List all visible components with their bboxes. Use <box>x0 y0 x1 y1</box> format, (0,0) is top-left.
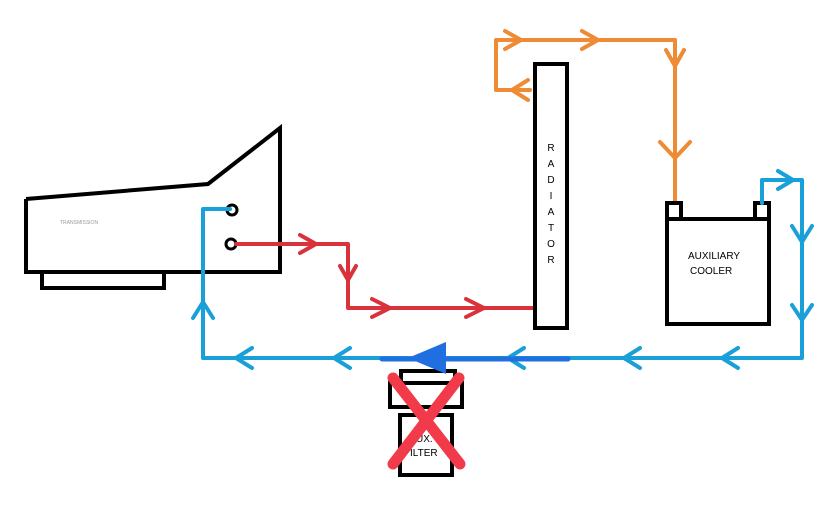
auxiliary-cooler-left-port <box>665 201 683 221</box>
transmission-pan <box>40 272 166 290</box>
cold-arrow-8 <box>234 346 254 370</box>
radiator-letter: T <box>548 223 554 234</box>
cold-line-path <box>201 178 804 360</box>
filter-label-line1: UX. <box>416 434 433 445</box>
cold-arrow-7 <box>332 346 352 370</box>
cold-line <box>191 169 814 370</box>
cold-arrow-9 <box>191 300 215 320</box>
transmission-body <box>24 123 282 274</box>
orange-arrow-1 <box>510 78 530 102</box>
radiator-letter: D <box>547 175 554 186</box>
cold-arrow-1 <box>776 169 795 191</box>
cold-arrow-5 <box>622 346 642 370</box>
cold-arrow-4 <box>720 346 740 370</box>
hot-arrow-3 <box>370 297 392 319</box>
orange-arrow-2 <box>503 29 523 51</box>
radiator-letter: A <box>548 159 555 170</box>
auxiliary-cooler <box>665 201 771 326</box>
cold-arrow-3 <box>790 303 814 322</box>
auxiliary-cooler-label-line1: AUXILIARY <box>688 251 740 262</box>
auxiliary-cooler-body <box>665 217 771 326</box>
radiator <box>533 62 569 330</box>
cold-arrow-2 <box>790 224 814 244</box>
bypass-highlight <box>379 342 571 374</box>
radiator-letter: R <box>547 255 554 266</box>
auxiliary-cooler-right-port <box>753 201 771 221</box>
orange-arrow-5 <box>658 140 692 160</box>
radiator-return-line <box>494 29 692 204</box>
orange-arrow-4 <box>664 48 686 68</box>
radiator-letter: R <box>547 143 554 154</box>
transmission <box>24 123 282 290</box>
radiator-letter: A <box>548 207 555 218</box>
transmission-faint-label: TRANSMISSION <box>60 220 98 226</box>
orange-arrow-3 <box>580 29 600 51</box>
radiator-letter: I <box>550 191 553 202</box>
red-x-icon <box>387 372 466 470</box>
auxiliary-cooler-label-line2: COOLER <box>690 266 732 277</box>
radiator-label: R A D I A T O R <box>547 143 555 266</box>
hot-arrow-2 <box>338 264 358 282</box>
hot-arrow-1 <box>298 233 318 255</box>
filter-label-line2: ILTER <box>410 448 438 459</box>
radiator-return-path <box>494 38 677 204</box>
hot-arrow-4 <box>464 297 486 319</box>
bypass-arrowhead-icon <box>408 342 446 374</box>
radiator-letter: O <box>547 239 555 250</box>
hot-line <box>234 233 538 319</box>
